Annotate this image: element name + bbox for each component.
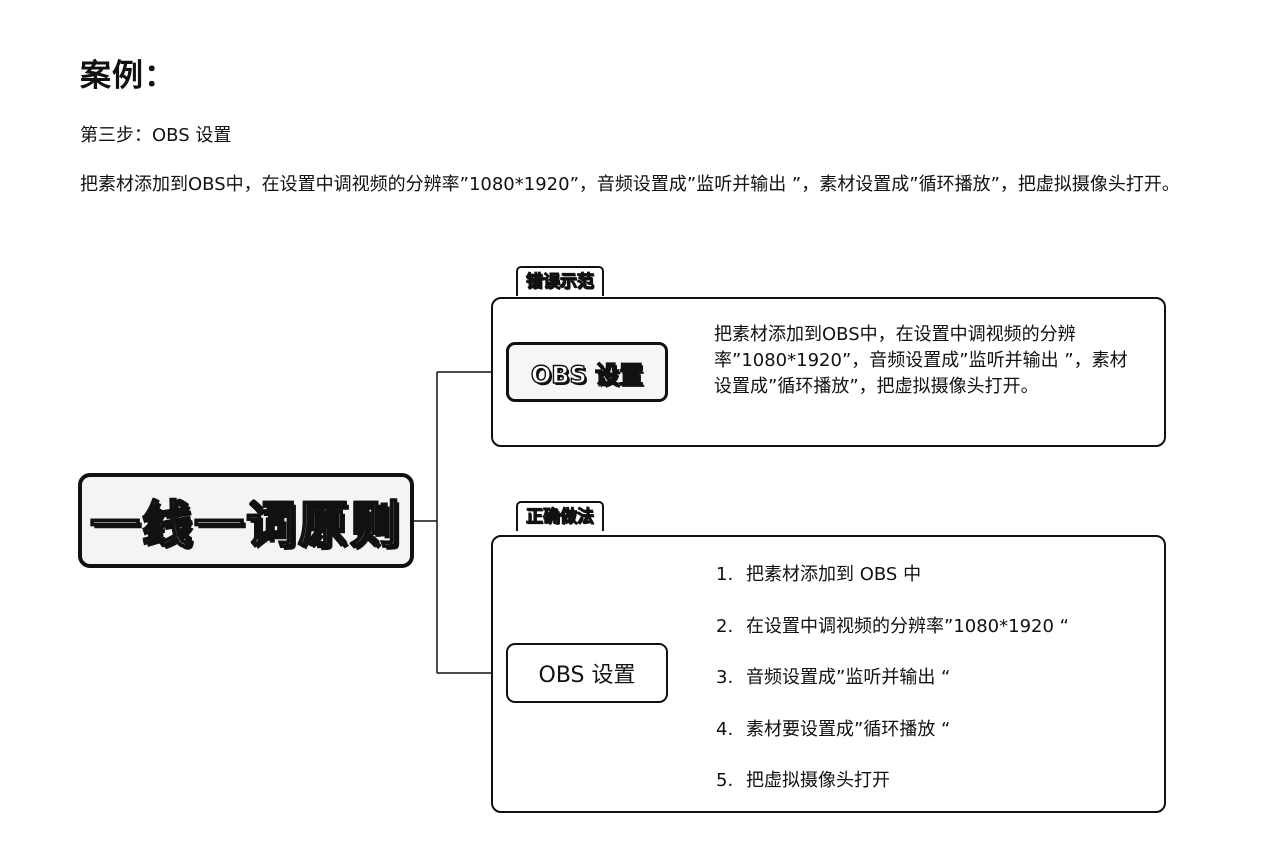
wrong-obs-label: OBS 设置 bbox=[530, 360, 644, 389]
step-item: 2. 在设置中调视频的分辨率”1080*1920 “ bbox=[716, 612, 1069, 638]
wrong-example-text: 把素材添加到OBS中，在设置中调视频的分辨率”1080*1920”，音频设置成”… bbox=[714, 324, 1128, 397]
wrong-example-tag: 错误示范 bbox=[516, 266, 604, 296]
wrong-example-panel bbox=[491, 297, 1166, 447]
page-heading: 案例： bbox=[80, 58, 176, 94]
step-text: 在设置中调视频的分辨率”1080*1920 “ bbox=[746, 616, 1069, 637]
wrong-obs-node: OBS 设置 bbox=[506, 342, 668, 402]
intro-paragraph: 把素材添加到OBS中，在设置中调视频的分辨率”1080*1920”，音频设置成”… bbox=[80, 174, 1180, 195]
correct-method-tag: 正确做法 bbox=[516, 501, 604, 531]
correct-obs-node: OBS 设置 bbox=[506, 643, 668, 703]
step-text: 音频设置成”监听并输出 “ bbox=[746, 667, 951, 688]
step-number: 5. bbox=[716, 770, 734, 791]
step-number: 1. bbox=[716, 564, 734, 585]
step-item: 1. 把素材添加到 OBS 中 bbox=[716, 560, 921, 586]
center-topic-node: 一线一词原则 bbox=[78, 473, 414, 568]
step-item: 3. 音频设置成”监听并输出 “ bbox=[716, 663, 950, 689]
step-text: 把素材添加到 OBS 中 bbox=[746, 564, 922, 585]
step-text: 素材要设置成”循环播放 “ bbox=[746, 719, 951, 740]
step-text: 把虚拟摄像头打开 bbox=[746, 770, 890, 791]
step-label: 第三步：OBS 设置 bbox=[80, 125, 232, 146]
step-item: 5. 把虚拟摄像头打开 bbox=[716, 766, 890, 792]
step-number: 4. bbox=[716, 719, 734, 740]
center-topic-label: 一线一词原则 bbox=[89, 495, 402, 555]
step-number: 3. bbox=[716, 667, 734, 688]
step-number: 2. bbox=[716, 616, 734, 637]
step-item: 4. 素材要设置成”循环播放 “ bbox=[716, 715, 950, 741]
